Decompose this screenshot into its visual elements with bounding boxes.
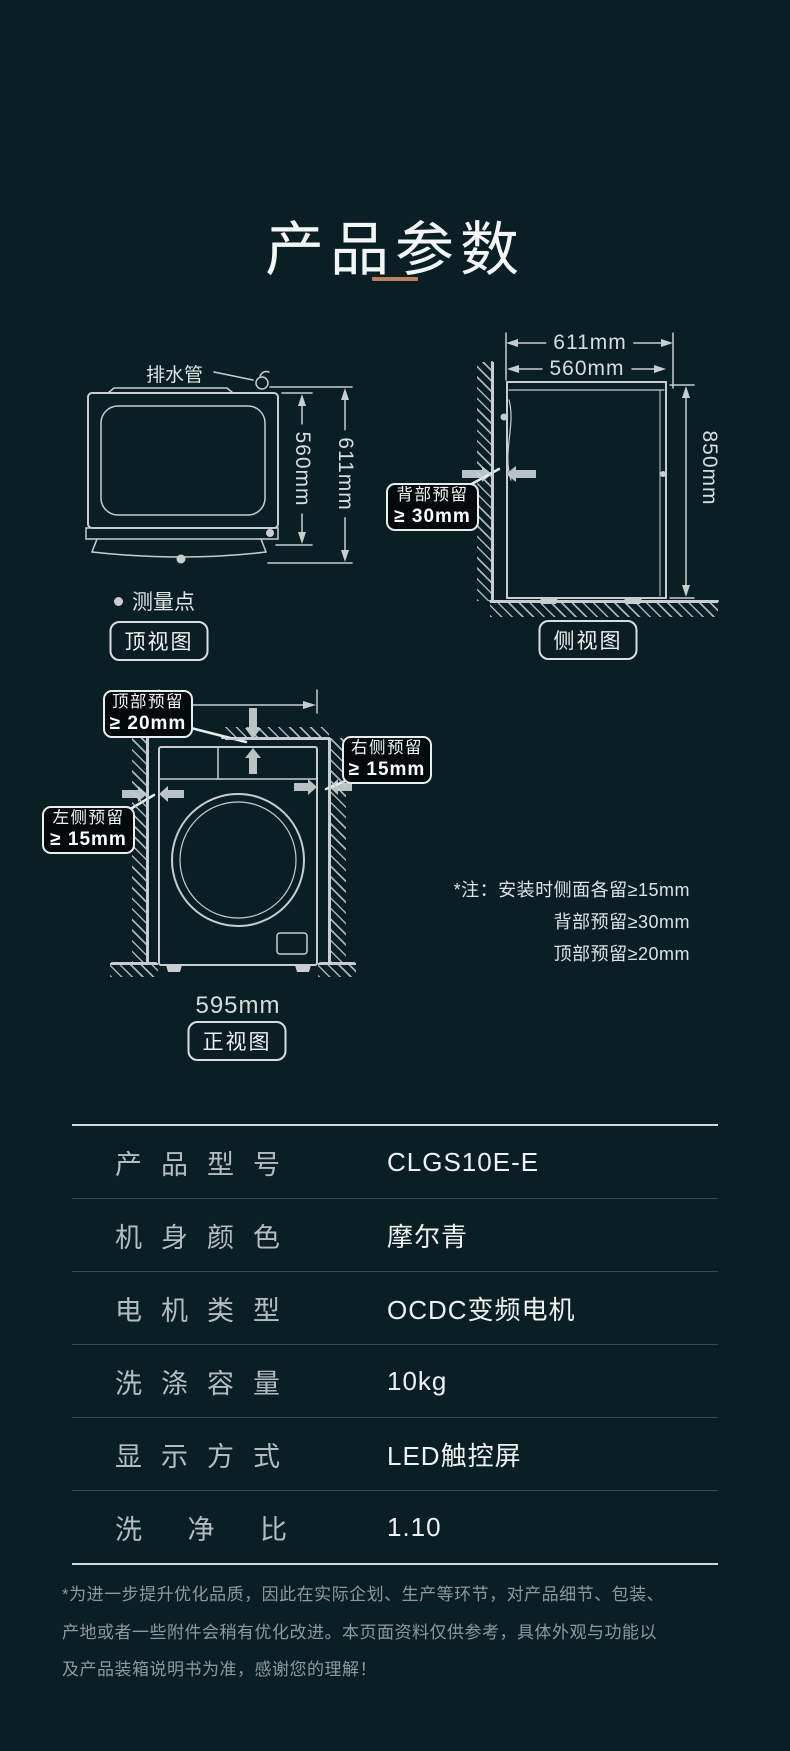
spec-value: OCDC变频电机 <box>387 1294 576 1325</box>
install-note-line-1: *注：安装时侧面各留≥15mm <box>453 880 690 900</box>
spec-row-capacity: 洗涤容量 10kg <box>72 1345 718 1418</box>
right-reserve-callout: 右侧预留 ≥ 15mm <box>342 736 432 784</box>
spec-label: 显示方式 <box>115 1441 299 1472</box>
top-view-depth-611-label: 611mm <box>333 430 357 518</box>
spec-row-motor: 电机类型 OCDC变频电机 <box>72 1272 718 1345</box>
spec-value: CLGS10E-E <box>387 1146 540 1177</box>
spec-label: 洗涤容量 <box>115 1368 299 1399</box>
spec-value: LED触控屏 <box>387 1440 522 1471</box>
disclaimer-line-1: *为进一步提升优化品质，因此在实际企划、生产等环节，对产品细节、包装、 <box>62 1585 665 1604</box>
disclaimer-line-3: 及产品装箱说明书为准，感谢您的理解！ <box>62 1660 377 1679</box>
disclaimer-line-2: 产地或者一些附件会稍有优化改进。本页面资料仅供参考，具体外观与功能以 <box>62 1622 657 1642</box>
side-view-floor-hatch <box>490 601 718 617</box>
side-view-wall-hatch <box>477 362 494 601</box>
install-note-line-2: 背部预留≥30mm <box>553 912 690 932</box>
spec-row-wash-ratio: 洗 净 比 1.10 <box>72 1491 718 1563</box>
side-view-tag: 侧视图 <box>538 620 638 660</box>
spec-row-model: 产品型号 CLGS10E-E <box>72 1126 718 1199</box>
spec-row-color: 机身颜色 摩尔青 <box>72 1199 718 1272</box>
back-reserve-callout: 背部预留 ≥ 30mm <box>386 483 479 531</box>
front-view-right-floor-hatch <box>318 963 356 977</box>
spec-table: 产品型号 CLGS10E-E 机身颜色 摩尔青 电机类型 OCDC变频电机 洗涤… <box>72 1124 718 1565</box>
front-view-left-wall-hatch <box>132 712 149 963</box>
side-view-560-label: 560mm <box>542 357 632 381</box>
spec-value: 10kg <box>387 1365 448 1396</box>
measure-point-legend: 测量点 <box>114 586 195 616</box>
page-title: 产品参数 <box>264 216 525 283</box>
side-view-611-label: 611mm <box>546 331 634 355</box>
spec-value: 1.10 <box>387 1511 442 1542</box>
spec-row-display: 显示方式 LED触控屏 <box>72 1418 718 1491</box>
install-note: *注：安装时侧面各留≥15mm 背部预留≥30mm 顶部预留≥20mm <box>454 874 690 970</box>
spec-label: 产品型号 <box>115 1149 299 1180</box>
spec-label: 洗 净 比 <box>115 1514 307 1545</box>
measure-point-dot-icon <box>114 596 123 606</box>
measure-point-label: 测量点 <box>132 591 195 614</box>
top-reserve-callout: 顶部预留 ≥ 20mm <box>103 690 193 738</box>
left-reserve-callout: 左侧预留 ≥ 15mm <box>42 806 135 854</box>
side-view-850-dim <box>669 384 695 599</box>
front-view-top-wall-hatch <box>225 727 329 740</box>
top-view-tag: 顶视图 <box>109 621 209 661</box>
front-view-595-label: 595mm <box>195 992 281 1019</box>
spec-label: 机身颜色 <box>115 1222 299 1253</box>
top-view-depth-560-label: 560mm <box>290 424 314 514</box>
front-view-tag: 正视图 <box>187 1021 287 1061</box>
drain-pipe-label: 排水管 <box>146 365 204 386</box>
disclaimer: *为进一步提升优化品质，因此在实际企划、生产等环节，对产品细节、包装、 产地或者… <box>62 1576 742 1689</box>
spec-value: 摩尔青 <box>387 1221 469 1252</box>
top-view-drawing <box>85 370 353 564</box>
title-underline-accent <box>372 277 418 281</box>
side-view-611-dim <box>505 332 674 389</box>
top-reserve-arrows <box>245 708 261 774</box>
side-view-850-label: 850mm <box>698 430 721 506</box>
front-view-left-floor-hatch <box>110 963 158 977</box>
front-view-right-wall-hatch <box>329 738 346 963</box>
spec-label: 电机类型 <box>115 1295 299 1326</box>
install-note-line-3: 顶部预留≥20mm <box>553 944 690 964</box>
